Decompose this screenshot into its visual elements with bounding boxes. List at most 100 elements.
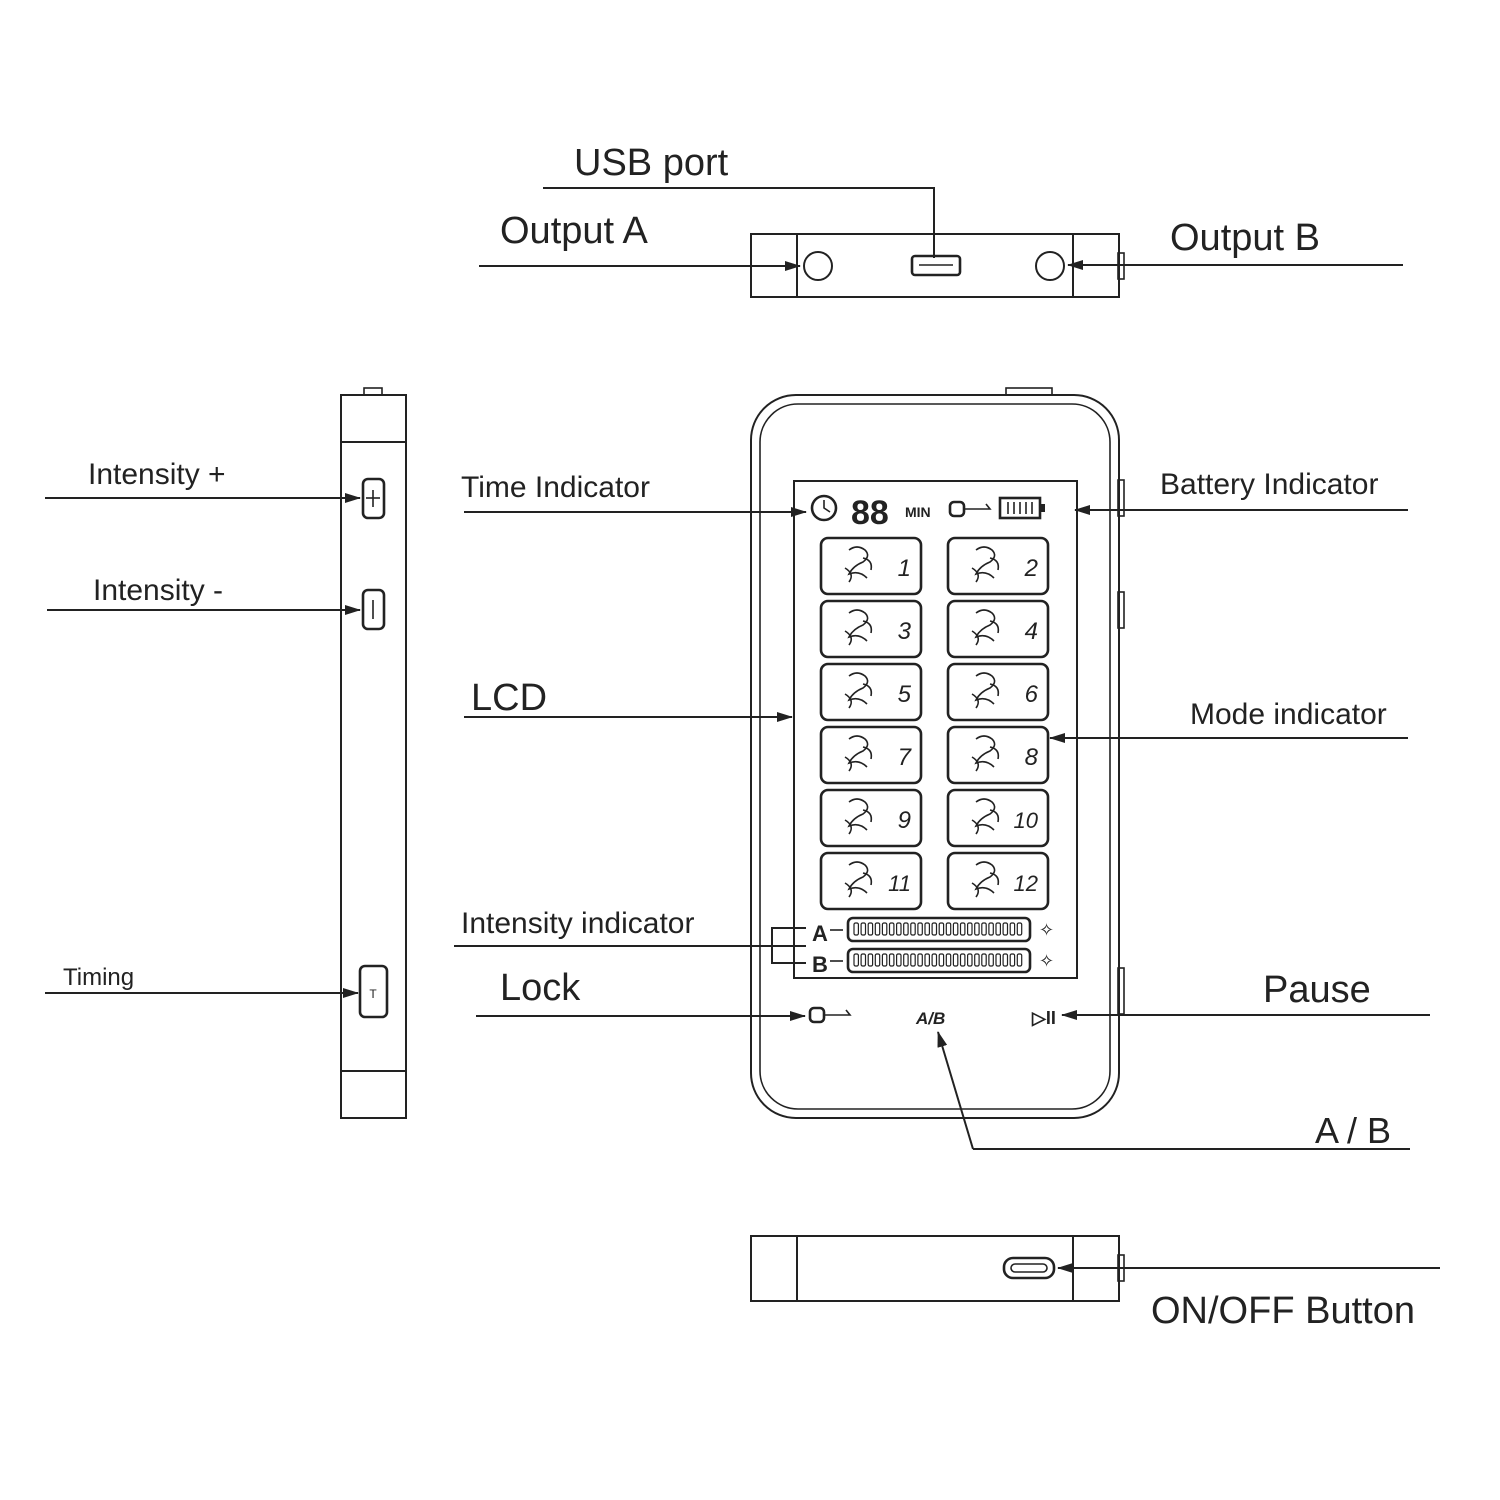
usb-port-connector (910, 254, 962, 277)
intensity-segment (945, 922, 952, 936)
intensity-segment (966, 922, 973, 936)
intensity-minus-label: Intensity - (93, 574, 223, 607)
intensity-plus-label: Intensity + (88, 458, 226, 491)
intensity-segment (881, 922, 888, 936)
plus-a-icon: ✧ (1039, 920, 1054, 940)
body-figure-icon (971, 609, 1000, 646)
body-figure-icon (971, 798, 1000, 835)
on-off-button (1002, 1256, 1056, 1280)
side-view: T (340, 387, 407, 1119)
intensity-bar-a (846, 916, 1032, 943)
mode-tile: 3 (819, 599, 923, 659)
intensity-segment (895, 953, 902, 967)
usb-port-label: USB port (574, 142, 729, 184)
mode-tile: 1 (819, 536, 923, 596)
lcd-label: LCD (471, 677, 547, 719)
mode-tile: 11 (819, 851, 923, 911)
mode-tile: 5 (819, 662, 923, 722)
battery-icon (998, 496, 1045, 520)
mode-tile: 9 (819, 788, 923, 848)
intensity-segment (945, 953, 952, 967)
timing-button-letter: T (369, 987, 377, 1001)
plus-b-icon: ✧ (1039, 951, 1054, 971)
intensity-segment (888, 953, 895, 967)
intensity-segment (981, 953, 987, 967)
body-figure-icon (844, 609, 873, 646)
time-unit: MIN (905, 504, 931, 520)
pause-label: Pause (1263, 969, 1371, 1011)
intensity-segment (853, 922, 860, 936)
mode-number: 9 (898, 807, 911, 834)
body-figure-icon (844, 798, 873, 835)
mode-tile: 8 (946, 725, 1050, 785)
intensity-segment (959, 922, 966, 936)
mode-tile: 7 (819, 725, 923, 785)
intensity-segment (860, 953, 867, 967)
mode-tile: 4 (946, 599, 1050, 659)
intensity-segment (938, 922, 945, 936)
mode-tile: 6 (946, 662, 1050, 722)
mode-tile: 12 (946, 851, 1050, 911)
intensity-segment (860, 922, 867, 936)
body-figure-icon (844, 861, 873, 898)
mode-number: 6 (1025, 681, 1039, 708)
intensity-plus-button (361, 477, 386, 520)
mode-tile: 10 (946, 788, 1050, 848)
body-figure-icon (971, 546, 1000, 583)
intensity-segment (924, 953, 931, 967)
intensity-segment (1009, 953, 1016, 967)
intensity-segment (988, 953, 994, 967)
intensity-bar-b (846, 947, 1032, 974)
channel-b-letter: B (812, 952, 828, 977)
intensity-minus-button (361, 588, 386, 631)
intensity-segments (853, 922, 1023, 967)
mode-number: 10 (1014, 808, 1039, 833)
intensity-segment (974, 922, 980, 936)
body-figure-icon (971, 735, 1000, 772)
body-figure-icon (971, 672, 1000, 709)
clock-icon (810, 494, 838, 522)
battery-indicator-label: Battery Indicator (1160, 468, 1378, 501)
mode-number: 12 (1014, 871, 1038, 896)
lock-key-icon (948, 500, 992, 518)
time-digits: 88 (851, 494, 889, 532)
intensity-segment (959, 953, 966, 967)
mode-number: 4 (1025, 618, 1038, 645)
lock-label: Lock (500, 967, 581, 1009)
intensity-segment (888, 922, 895, 936)
output-b-label: Output B (1170, 217, 1320, 259)
intensity-segment (952, 922, 959, 936)
intensity-segment (995, 953, 1002, 967)
mode-indicator-label: Mode indicator (1190, 698, 1387, 731)
intensity-segment (867, 953, 874, 967)
intensity-segment (903, 953, 909, 967)
intensity-segment (874, 953, 881, 967)
intensity-segment (952, 953, 959, 967)
intensity-segment (903, 922, 909, 936)
mode-number: 2 (1024, 555, 1038, 582)
pause-button-icon: ▷II (1031, 1008, 1056, 1028)
output-b-jack (1035, 251, 1065, 281)
timing-label: Timing (63, 964, 134, 991)
body-figure-icon (844, 735, 873, 772)
timing-button (358, 964, 389, 1019)
intensity-segment (1009, 922, 1016, 936)
mode-number: 11 (888, 871, 911, 896)
intensity-segment (917, 922, 923, 936)
mode-number: 3 (898, 618, 912, 645)
intensity-segment (988, 922, 994, 936)
intensity-segment (931, 953, 938, 967)
mode-number: 1 (898, 555, 911, 582)
intensity-segment (1002, 922, 1009, 936)
intensity-segment (974, 953, 980, 967)
channel-a-letter: A (812, 921, 828, 946)
intensity-segment (910, 922, 916, 936)
intensity-segment (867, 922, 874, 936)
output-a-jack (803, 251, 833, 281)
intensity-segment (938, 953, 945, 967)
output-a-label: Output A (500, 210, 649, 252)
intensity-segment (874, 922, 881, 936)
intensity-indicator-label: Intensity indicator (461, 907, 694, 940)
